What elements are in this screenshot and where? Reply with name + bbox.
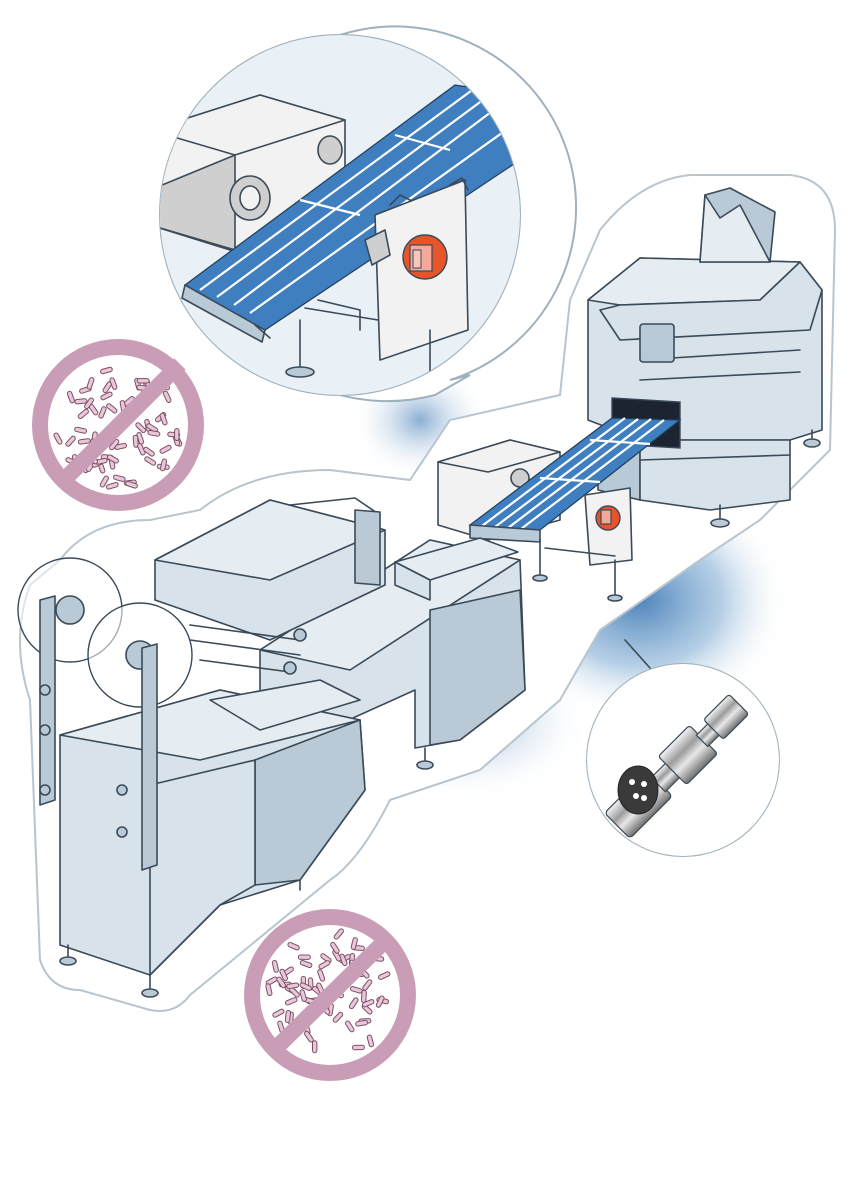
bacterium bbox=[86, 377, 95, 390]
bacterium bbox=[333, 928, 344, 940]
bacterium bbox=[285, 997, 298, 1006]
bacterium bbox=[375, 995, 385, 1008]
bacterium bbox=[106, 454, 119, 464]
bacterium bbox=[349, 985, 363, 994]
bacterium bbox=[159, 412, 168, 426]
film-wrapping-machine bbox=[17, 497, 526, 998]
bacterium bbox=[361, 999, 375, 1008]
bacterium bbox=[299, 982, 312, 992]
bacterium bbox=[348, 997, 359, 1010]
bacterium bbox=[265, 983, 273, 997]
roller-shaft-icon bbox=[587, 664, 779, 856]
bacterium bbox=[297, 954, 311, 960]
bacterium bbox=[105, 481, 119, 490]
bacterium bbox=[100, 366, 113, 375]
bacterium bbox=[350, 937, 358, 950]
bacterium bbox=[106, 403, 118, 414]
bacterium bbox=[137, 443, 146, 456]
no-bacteria-icon-lower bbox=[244, 909, 416, 1081]
bacterium bbox=[125, 480, 138, 489]
bacterium bbox=[279, 968, 289, 982]
bacterium bbox=[311, 1040, 318, 1054]
bacterium bbox=[77, 408, 89, 420]
bacterium bbox=[339, 953, 348, 967]
bacterium bbox=[136, 378, 150, 384]
infeed-conveyor bbox=[437, 417, 682, 602]
bacterium bbox=[100, 391, 113, 401]
bacterium bbox=[362, 979, 373, 991]
bacterium bbox=[304, 1030, 314, 1043]
bacterium bbox=[355, 1019, 369, 1027]
roller-shaft-callout bbox=[586, 639, 780, 857]
bacterium bbox=[159, 458, 168, 472]
bacterium bbox=[299, 960, 313, 968]
bacterium bbox=[65, 435, 76, 447]
bacterium bbox=[299, 989, 307, 1002]
bacterium bbox=[132, 434, 139, 448]
bacterium bbox=[286, 982, 300, 990]
bacterium bbox=[53, 432, 63, 445]
bacterium bbox=[74, 398, 88, 405]
bacterium bbox=[99, 475, 109, 488]
bacterium bbox=[147, 429, 161, 437]
bacterium bbox=[109, 377, 118, 390]
bacterium bbox=[109, 438, 120, 451]
bacterium bbox=[287, 941, 300, 951]
bacterium bbox=[351, 1044, 365, 1051]
bacterium bbox=[144, 456, 157, 466]
bacterium bbox=[284, 1010, 291, 1023]
bacterium bbox=[159, 444, 172, 454]
conveyor-detail-callout bbox=[159, 25, 577, 403]
bacterium bbox=[112, 474, 126, 482]
bacterium bbox=[74, 426, 88, 434]
bacterium bbox=[162, 390, 172, 403]
bacterium bbox=[344, 1020, 355, 1033]
no-bacteria-icon bbox=[32, 339, 204, 511]
bacterium bbox=[366, 1034, 375, 1048]
bacterium bbox=[332, 1011, 344, 1023]
bacterium bbox=[84, 397, 94, 410]
bacterium bbox=[378, 971, 391, 980]
bacterium bbox=[317, 969, 326, 982]
bacterium bbox=[272, 1008, 285, 1018]
bacterium bbox=[77, 438, 91, 445]
bacterium bbox=[98, 406, 107, 419]
tunnel-oven bbox=[587, 187, 823, 528]
bacterium bbox=[174, 428, 180, 441]
bacterium bbox=[318, 960, 331, 970]
bacterium bbox=[135, 422, 147, 433]
bacterium bbox=[271, 959, 279, 973]
bacterium bbox=[276, 976, 287, 989]
bacterium bbox=[143, 446, 155, 457]
bacterium bbox=[66, 390, 75, 404]
bacterium bbox=[330, 941, 340, 954]
